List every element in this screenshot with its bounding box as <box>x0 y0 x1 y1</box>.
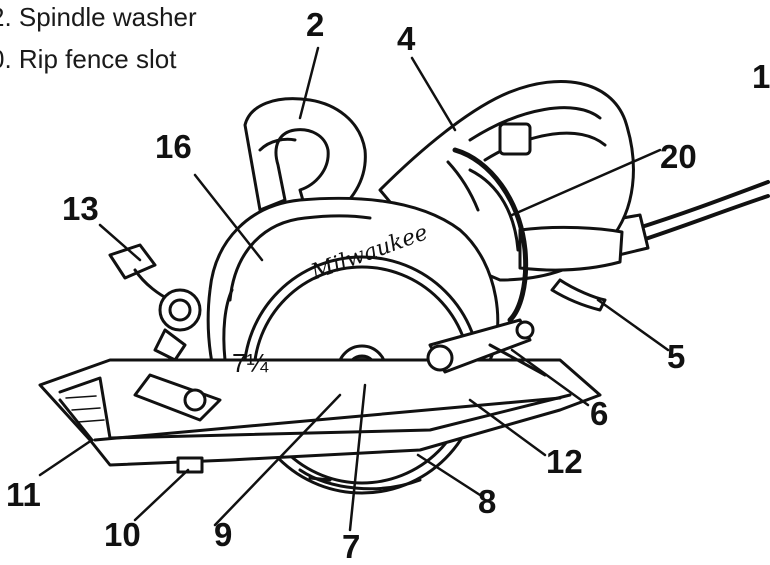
callout-20: 20 <box>660 138 697 175</box>
callout-2: 2 <box>306 6 325 43</box>
lock-button-icon <box>498 122 532 156</box>
callout-6: 6 <box>590 395 609 432</box>
callout-16: 16 <box>155 128 192 165</box>
callout-7: 7 <box>342 528 361 565</box>
rip-fence-slot <box>176 456 204 474</box>
legend-line-rip-fence-slot: 0. Rip fence slot <box>0 44 177 74</box>
leader-lines <box>38 46 670 532</box>
front-knob-assembly <box>108 243 222 422</box>
bevel-bracket <box>446 147 529 323</box>
callout-8: 8 <box>478 483 497 520</box>
legend-line-spindle-washer: 2. Spindle washer <box>0 2 197 32</box>
lower-guard-lever <box>426 318 547 377</box>
callout-5: 5 <box>667 338 686 375</box>
blade-size-marking: 7¼ <box>232 348 268 378</box>
callout-1-partial: 1 <box>752 58 770 95</box>
callout-13: 13 <box>62 190 99 227</box>
callout-11: 11 <box>6 476 41 513</box>
callout-12: 12 <box>546 443 583 480</box>
callout-4: 4 <box>397 20 416 57</box>
callout-10: 10 <box>104 516 141 553</box>
callout-9: 9 <box>214 516 233 553</box>
